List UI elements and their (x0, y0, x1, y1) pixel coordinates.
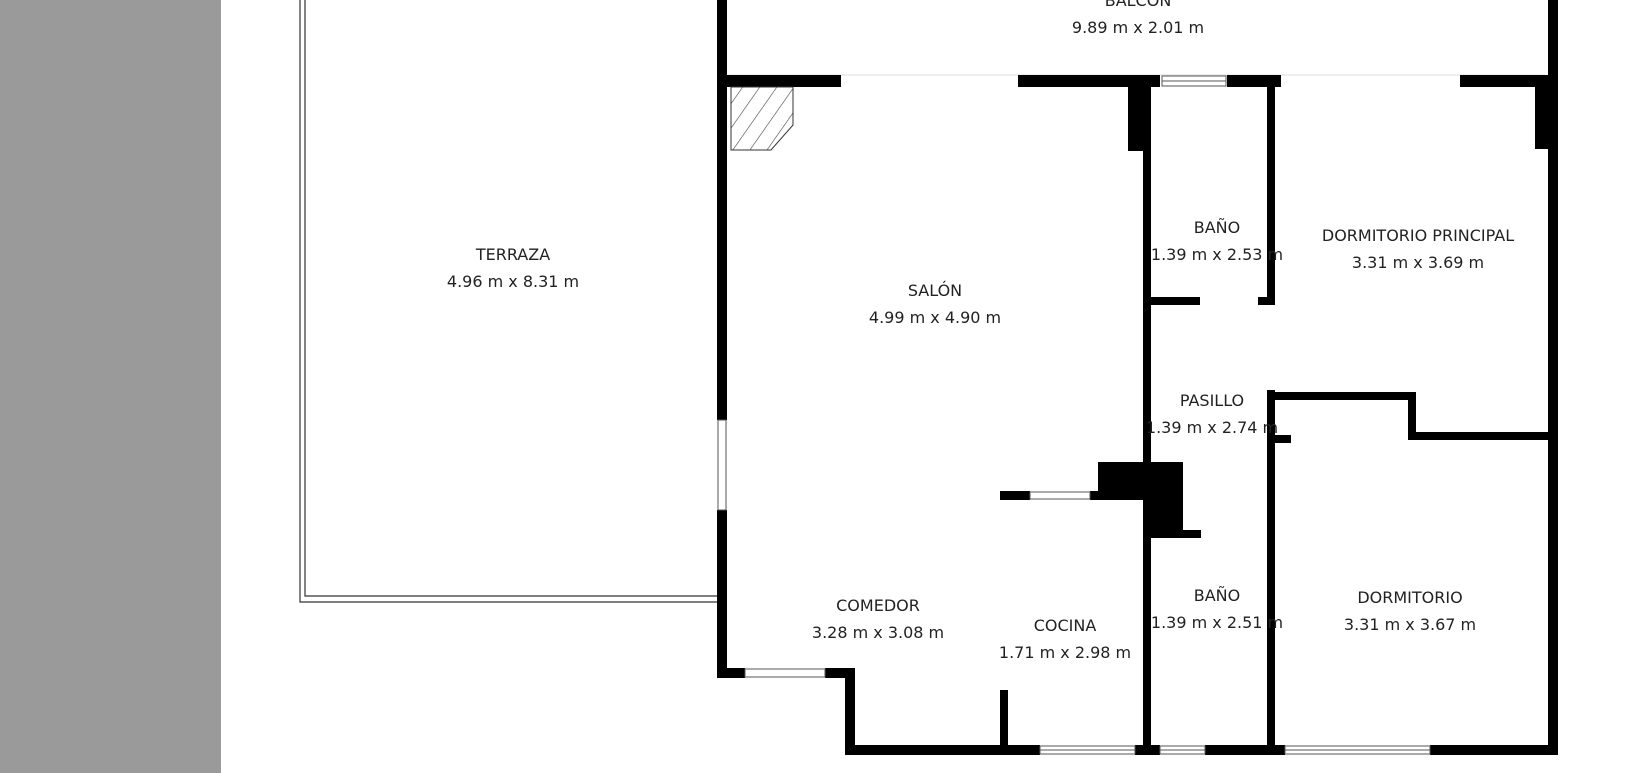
windows (717, 75, 1431, 755)
walls (717, 0, 1558, 755)
terrace-outline (299, 0, 717, 603)
fireplace-hatch (730, 86, 794, 151)
left-margin (0, 0, 221, 773)
